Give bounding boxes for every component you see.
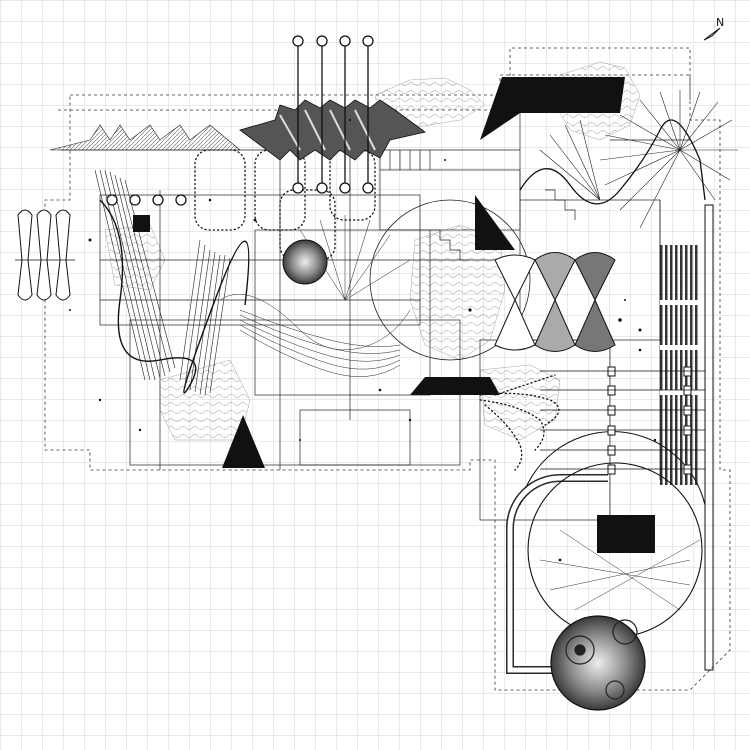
ladder-rungs — [607, 366, 692, 475]
left-thick-wave — [99, 199, 250, 394]
circle-row-left — [106, 194, 187, 206]
mechanical-photo-large — [550, 615, 646, 711]
north-arrow — [703, 27, 721, 41]
black-polygons — [133, 77, 655, 553]
scatter-lines-bottom — [539, 529, 701, 611]
circle-column-top — [292, 35, 374, 194]
black-trapezoid-mid — [410, 377, 500, 395]
radiating-fan — [539, 90, 738, 229]
photo-gear-detail — [565, 619, 638, 700]
loop-pipe-bottom — [506, 474, 608, 674]
black-trapezoid-top — [480, 77, 625, 140]
barcode-strip — [660, 245, 700, 485]
black-square-small — [133, 215, 150, 232]
black-triangle-center — [475, 195, 515, 250]
sawtooth-hatch-top-left — [49, 124, 241, 151]
mechanical-photo-small — [282, 239, 328, 285]
left-wave-ribbon — [94, 169, 231, 396]
ladder-lines — [540, 370, 705, 470]
black-triangle-bottom — [222, 415, 265, 468]
center-sine-fan — [219, 294, 411, 377]
right-wave-curve — [519, 119, 706, 205]
central-circle — [369, 199, 531, 361]
north-marker-label: N — [716, 16, 725, 29]
black-rect-lower — [597, 515, 655, 553]
hourglass-photo-shapes — [494, 252, 616, 352]
photo-sawtooth-strip — [239, 99, 426, 161]
ink-specks — [69, 118, 657, 562]
hourglass-set-left — [17, 209, 71, 301]
